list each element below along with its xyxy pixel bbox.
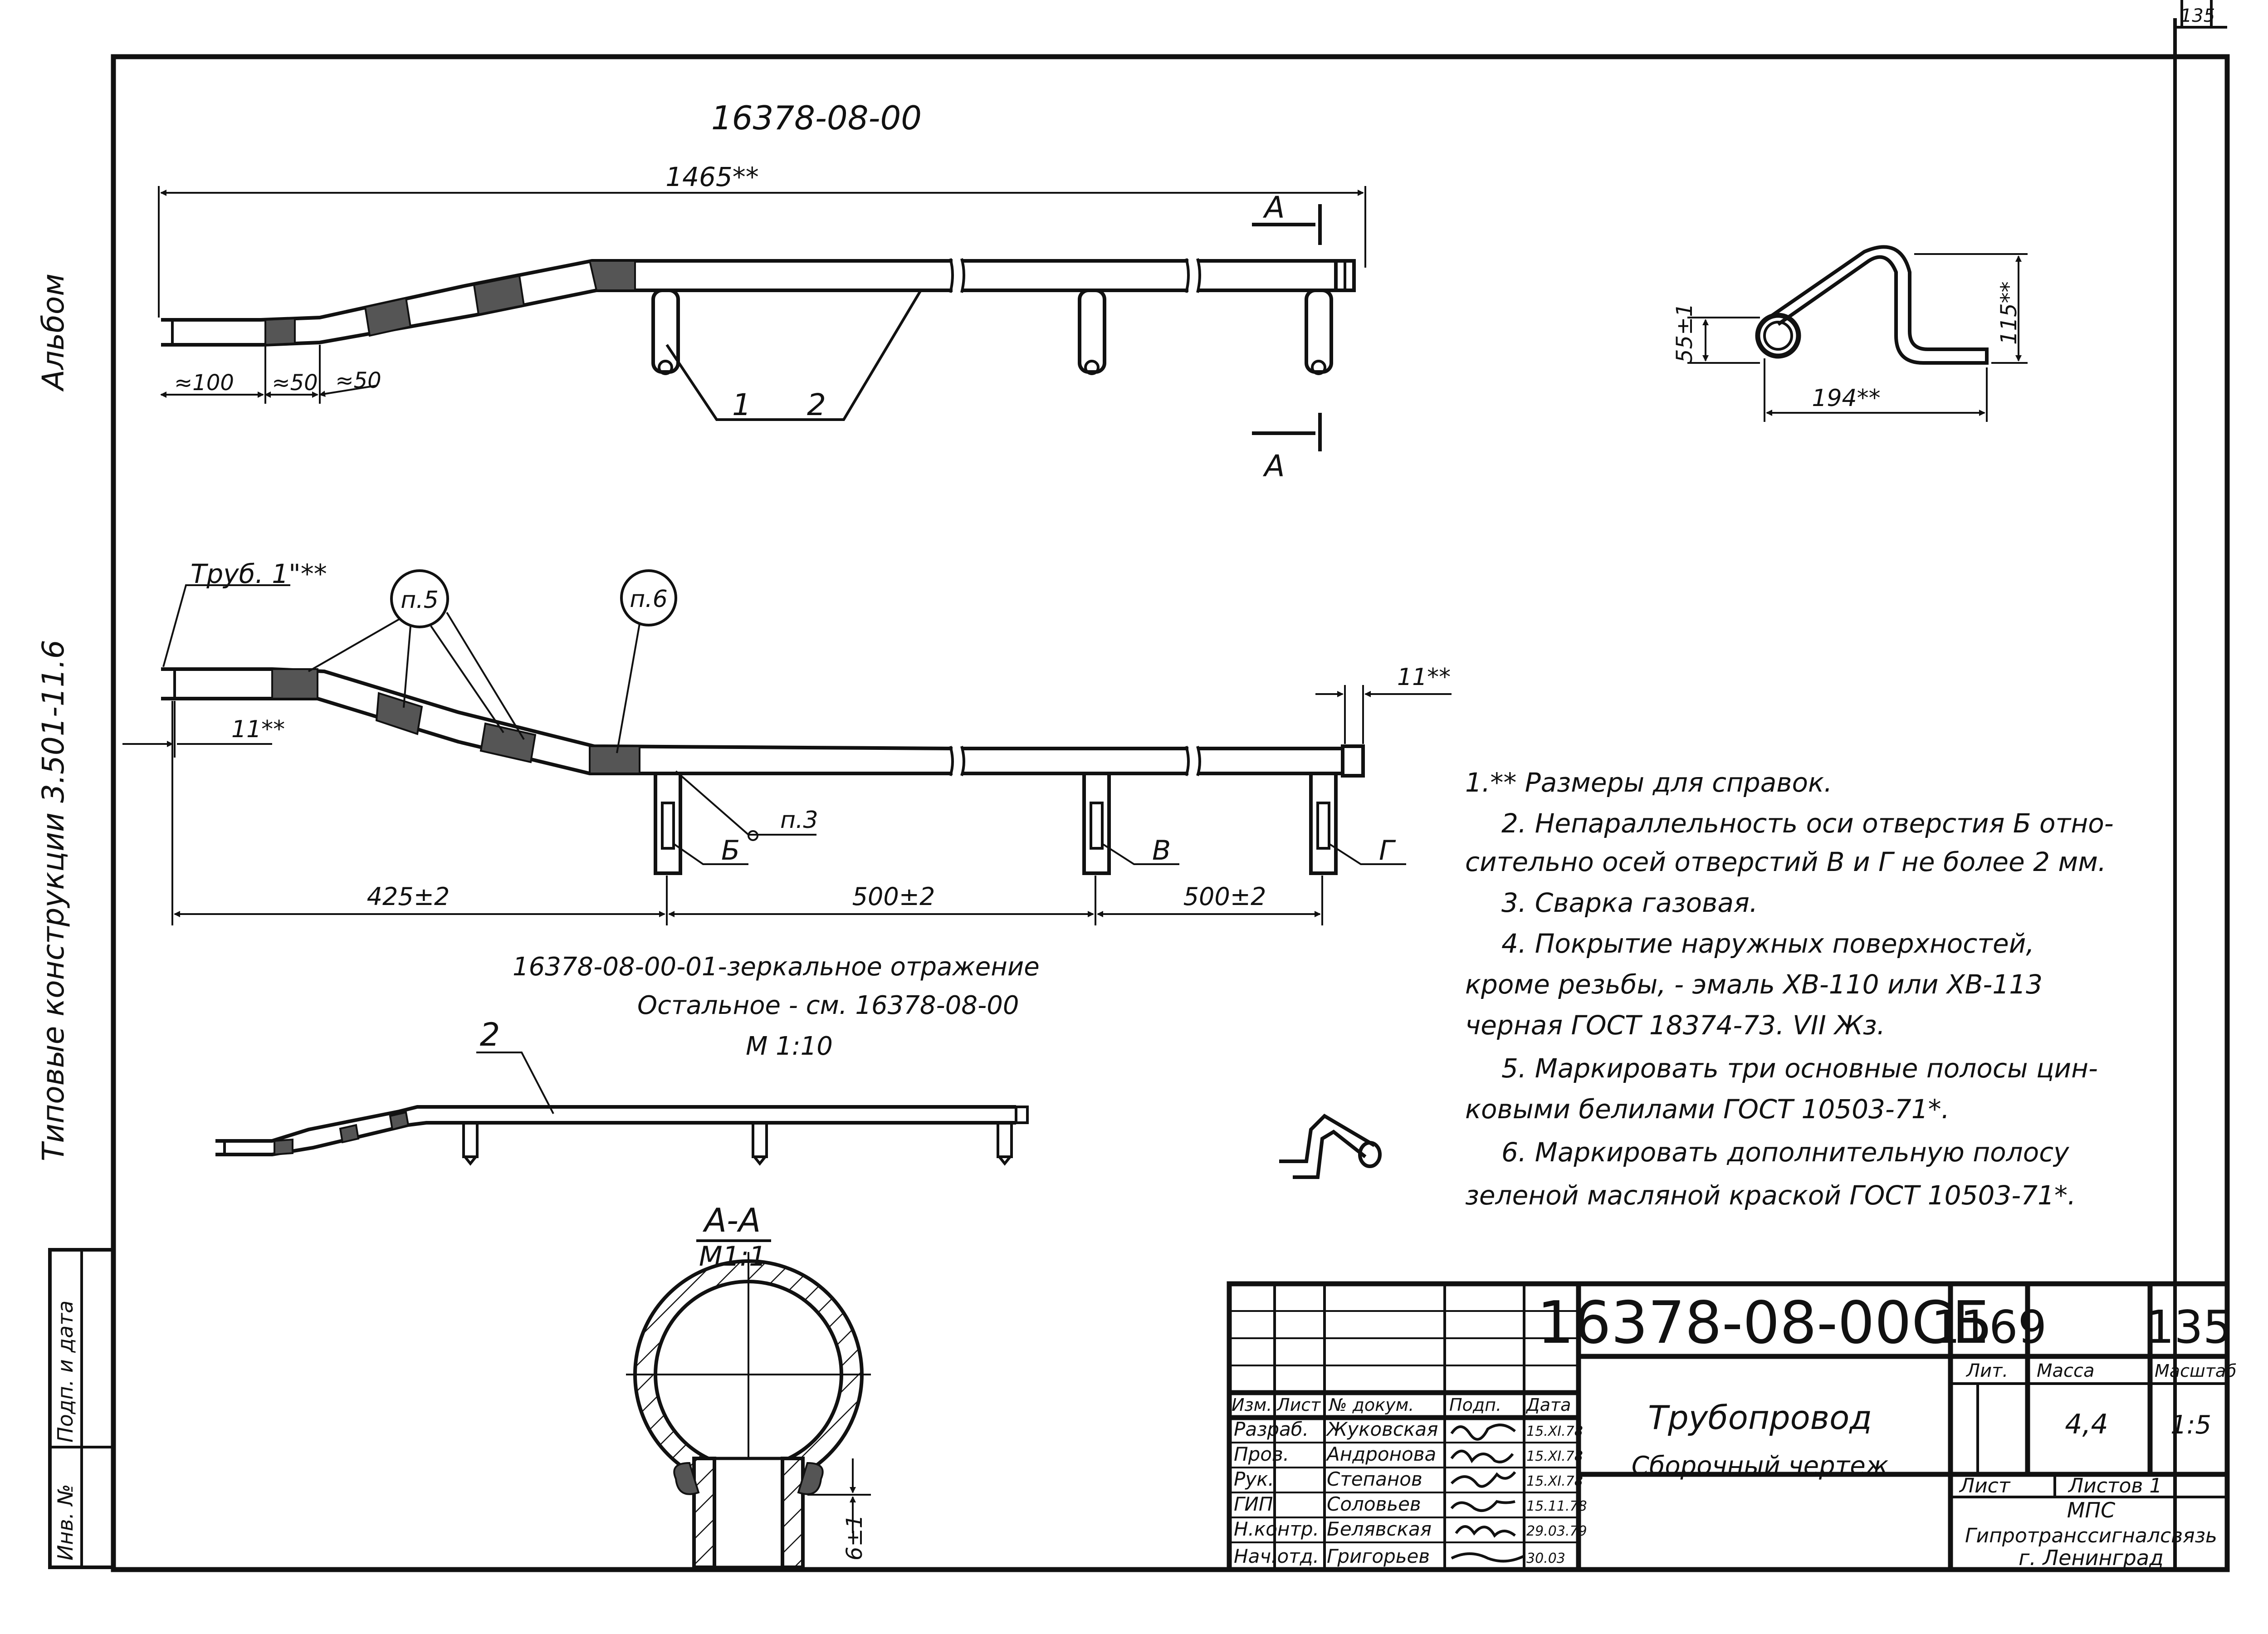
dim-500-1: 500±2 bbox=[852, 882, 935, 911]
hole-g: Г bbox=[1379, 835, 1396, 866]
callout-2: 2 bbox=[807, 387, 826, 422]
mirror-line-2: Остальное - см. 16378-08-00 bbox=[637, 991, 1019, 1020]
title-block: Изм. Лист № докум. Подп. Дата Разраб. Жу… bbox=[1227, 1281, 2237, 1572]
row-role: Н.контр. bbox=[1234, 1518, 1319, 1540]
dim-b: ≈50 bbox=[272, 370, 318, 396]
section-aa: А-А М1:1 6±1 bbox=[626, 1201, 871, 1569]
side-labels: Альбом Типовые конструкции 3.501-11.6 Ин… bbox=[36, 274, 115, 1569]
note-2b: сительно осей отверстий В и Г не более 2… bbox=[1465, 846, 2106, 877]
dim-425: 425±2 bbox=[367, 882, 450, 911]
signatures bbox=[1450, 1424, 1525, 1563]
hole-b: Б bbox=[721, 835, 740, 866]
dim-a: ≈100 bbox=[174, 370, 234, 396]
note-4a: 4. Покрытие наружных поверхностей, bbox=[1501, 928, 2034, 959]
page-number-top: 135 bbox=[2180, 5, 2215, 26]
note-2a: 2. Непараллельность оси отверстия Б отно… bbox=[1501, 808, 2114, 839]
doc-code: 1169 bbox=[1931, 1301, 2047, 1354]
side-view: 55±1 115** 194** bbox=[1672, 245, 2028, 422]
hdr-izm: Изм. bbox=[1232, 1395, 1272, 1415]
notes: 1.** Размеры для справок. 2. Непараллель… bbox=[1465, 767, 2114, 1211]
top-view: 16378-08-00 1465** ≈100 bbox=[158, 99, 1366, 484]
dim-500-2: 500±2 bbox=[1183, 882, 1266, 911]
doc-page: 135 bbox=[2146, 1301, 2232, 1354]
row-name: Степанов bbox=[1327, 1468, 1422, 1490]
main-view: Труб. 1"** 11** 11** п.5 bbox=[122, 558, 1452, 925]
note-4b: кроме резьбы, - эмаль ХВ-110 или ХВ-113 bbox=[1465, 969, 2043, 1000]
hdr-list: Лист bbox=[1276, 1395, 1321, 1415]
row-role: Рук. bbox=[1234, 1468, 1274, 1490]
small-callout-2: 2 bbox=[480, 1016, 500, 1053]
row-date: 29.03.79 bbox=[1526, 1523, 1587, 1539]
hdr-sign: Подп. bbox=[1449, 1395, 1501, 1415]
mirror-note: 16378-08-00-01-зеркальное отражение Оста… bbox=[513, 952, 1040, 1061]
row-name: Белявская bbox=[1327, 1518, 1432, 1540]
row-date: 15.XI.78 bbox=[1526, 1448, 1583, 1464]
inv-no-label: Инв. № bbox=[53, 1484, 78, 1561]
row-role: ГИП bbox=[1234, 1493, 1273, 1515]
dim-height: 115** bbox=[1996, 281, 2022, 345]
sheets-label: Листов 1 bbox=[2068, 1474, 2162, 1497]
callout-p6: п.6 bbox=[630, 586, 668, 613]
hdr-date: Дата bbox=[1525, 1395, 1571, 1415]
album-label: Альбом bbox=[36, 274, 71, 392]
org-3: г. Ленинград bbox=[2019, 1546, 2164, 1570]
series-label: Типовые конструкции 3.501-11.6 bbox=[36, 640, 71, 1161]
section-dim: 6±1 bbox=[842, 1515, 867, 1561]
signature-rows: Разраб. Жуковская 15.XI.78 Пров. Андроно… bbox=[1234, 1418, 1587, 1567]
sheet-label: Лист bbox=[1959, 1474, 2011, 1497]
row-date: 15.XI.78 bbox=[1526, 1424, 1583, 1439]
hdr-doc: № докум. bbox=[1328, 1395, 1414, 1415]
hdr-scale: Масштаб bbox=[2155, 1361, 2237, 1381]
callout-1: 1 bbox=[732, 387, 751, 422]
row-date: 15.XI.78 bbox=[1526, 1473, 1583, 1489]
note-6b: зеленой масляной краской ГОСТ 10503-71*. bbox=[1465, 1180, 2076, 1211]
org-2: Гипротранссигналсвязь bbox=[1965, 1524, 2217, 1547]
note-6a: 6. Маркировать дополнительную полосу bbox=[1501, 1137, 2069, 1168]
section-mark-bottom: А bbox=[1262, 449, 1285, 484]
dim-c: ≈50 bbox=[335, 368, 381, 393]
top-view-title: 16378-08-00 bbox=[711, 99, 922, 137]
part-name: Трубопровод bbox=[1648, 1399, 1872, 1437]
row-role: Пров. bbox=[1234, 1443, 1289, 1465]
callout-p5: п.5 bbox=[401, 587, 439, 614]
note-5b: ковыми белилами ГОСТ 10503-71*. bbox=[1465, 1094, 1950, 1125]
note-5a: 5. Маркировать три основные полосы цин- bbox=[1501, 1053, 2098, 1084]
scale-value: 1:5 bbox=[2170, 1410, 2211, 1440]
row-role: Разраб. bbox=[1234, 1418, 1309, 1440]
callout-p3: п.3 bbox=[780, 807, 818, 834]
drawing-type: Сборочный чертеж bbox=[1632, 1451, 1888, 1481]
row-name: Жуковская bbox=[1325, 1418, 1438, 1440]
row-name: Андронова bbox=[1325, 1443, 1436, 1465]
note-4c: черная ГОСТ 18374-73. VII Жз. bbox=[1465, 1010, 1885, 1041]
dim-width: 194** bbox=[1812, 385, 1880, 412]
row-name: Соловьев bbox=[1327, 1493, 1421, 1515]
row-role: Нач.отд. bbox=[1234, 1545, 1319, 1567]
dim-total: 1465** bbox=[665, 161, 759, 192]
section-mark-top: А bbox=[1262, 190, 1285, 225]
sheet-frame: 135 bbox=[111, 0, 2230, 1572]
hdr-mass: Масса bbox=[2037, 1360, 2095, 1381]
doc-number: 16378-08-00СБ bbox=[1537, 1289, 1992, 1357]
org-1: МПС bbox=[2067, 1498, 2115, 1522]
mass-value: 4,4 bbox=[2065, 1409, 2108, 1440]
small-view: 2 bbox=[215, 1016, 1382, 1179]
row-name: Григорьев bbox=[1327, 1545, 1430, 1567]
note-1: 1.** Размеры для справок. bbox=[1465, 767, 1832, 798]
pipe-label: Труб. 1"** bbox=[191, 558, 327, 589]
sign-date-label: Подп. и дата bbox=[53, 1301, 78, 1443]
dim-left: 11** bbox=[231, 716, 285, 743]
row-date: 30.03 bbox=[1526, 1551, 1565, 1566]
dim-offset: 55±1 bbox=[1672, 303, 1697, 363]
note-3: 3. Сварка газовая. bbox=[1501, 887, 1758, 918]
mirror-line-1: 16378-08-00-01-зеркальное отражение bbox=[513, 952, 1040, 982]
row-date: 15.11.78 bbox=[1526, 1498, 1587, 1514]
dim-right: 11** bbox=[1397, 664, 1451, 691]
mirror-scale: М 1:10 bbox=[746, 1032, 833, 1061]
section-title: А-А bbox=[703, 1201, 761, 1239]
hdr-lit: Лит. bbox=[1965, 1360, 2008, 1381]
hole-v: В bbox=[1152, 835, 1171, 866]
